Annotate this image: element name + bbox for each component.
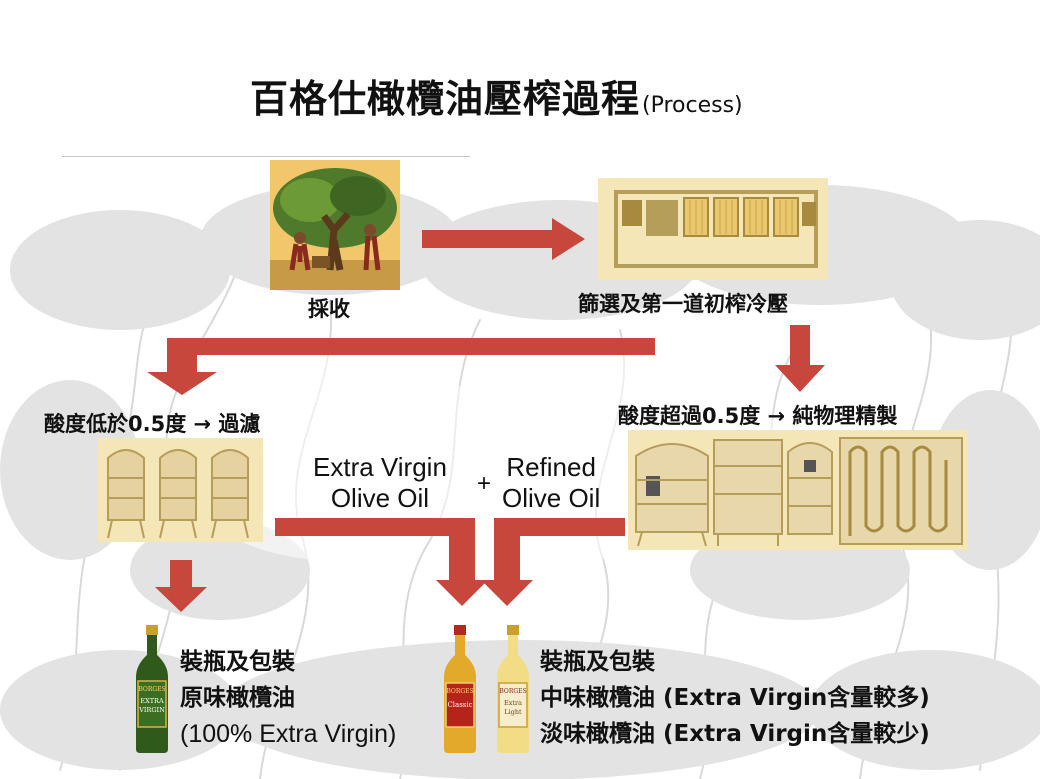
arrow-refined-to-blend bbox=[481, 518, 625, 606]
bottle-light-line-1: Extra bbox=[504, 699, 522, 707]
cold-press-machine-illustration bbox=[598, 178, 828, 280]
blend-plus-sign: + bbox=[477, 470, 491, 498]
product-left-note: (100% Extra Virgin) bbox=[180, 716, 396, 752]
product-right-packaging: 裝瓶及包裝 bbox=[540, 644, 930, 680]
product-left-packaging: 裝瓶及包裝 bbox=[180, 644, 396, 680]
bottle-light-brand: BORGES bbox=[499, 688, 526, 695]
step-harvest-label: 採收 bbox=[308, 293, 350, 323]
refining-equipment-illustration bbox=[628, 430, 968, 550]
arrow-harvest-to-press bbox=[422, 218, 585, 260]
olive-harvest-illustration bbox=[270, 160, 400, 290]
arrow-extravirgin-to-blend bbox=[275, 518, 488, 606]
refined-olive-oil-label: Refined Olive Oil bbox=[502, 452, 600, 514]
product-left-name: 原味橄欖油 bbox=[180, 680, 396, 716]
bottle-original-brand: BORGES bbox=[138, 686, 165, 693]
product-right-light: 淡味橄欖油 (Extra Virgin含量較少) bbox=[540, 716, 930, 752]
bottle-original-extra-virgin: BORGES EXTRA VIRGIN bbox=[132, 625, 172, 753]
step-low-acid-label: 酸度低於0.5度 → 過濾 bbox=[44, 408, 260, 438]
bottle-original-line-1: EXTRA bbox=[140, 697, 164, 705]
extra-virgin-olive-oil-label: Extra Virgin Olive Oil bbox=[313, 452, 447, 514]
bottle-classic-line-1: Classic bbox=[447, 701, 472, 709]
bottle-classic-brand: BORGES bbox=[446, 688, 473, 695]
step-high-acid-label: 酸度超過0.5度 → 純物理精製 bbox=[618, 400, 897, 430]
filter-tanks-illustration bbox=[98, 438, 263, 542]
bottle-original-line-2: VIRGIN bbox=[138, 706, 165, 714]
product-right-medium: 中味橄欖油 (Extra Virgin含量較多) bbox=[540, 680, 930, 716]
bottle-classic: BORGES Classic bbox=[440, 625, 480, 753]
extra-virgin-line-2: Olive Oil bbox=[313, 483, 447, 514]
bottle-light-line-2: Light bbox=[504, 708, 522, 716]
arrow-filter-to-bottle bbox=[155, 560, 207, 612]
refined-line-2: Olive Oil bbox=[502, 483, 600, 514]
refined-line-1: Refined bbox=[502, 452, 600, 483]
arrow-press-to-filter bbox=[147, 325, 655, 395]
bottle-extra-light: BORGES Extra Light bbox=[493, 625, 533, 753]
product-right-text: 裝瓶及包裝 中味橄欖油 (Extra Virgin含量較多) 淡味橄欖油 (Ex… bbox=[540, 644, 930, 752]
product-left-text: 裝瓶及包裝 原味橄欖油 (100% Extra Virgin) bbox=[180, 644, 396, 752]
step-press-label: 篩選及第一道初榨冷壓 bbox=[578, 288, 788, 318]
arrow-press-to-refine bbox=[775, 325, 825, 392]
extra-virgin-line-1: Extra Virgin bbox=[313, 452, 447, 483]
